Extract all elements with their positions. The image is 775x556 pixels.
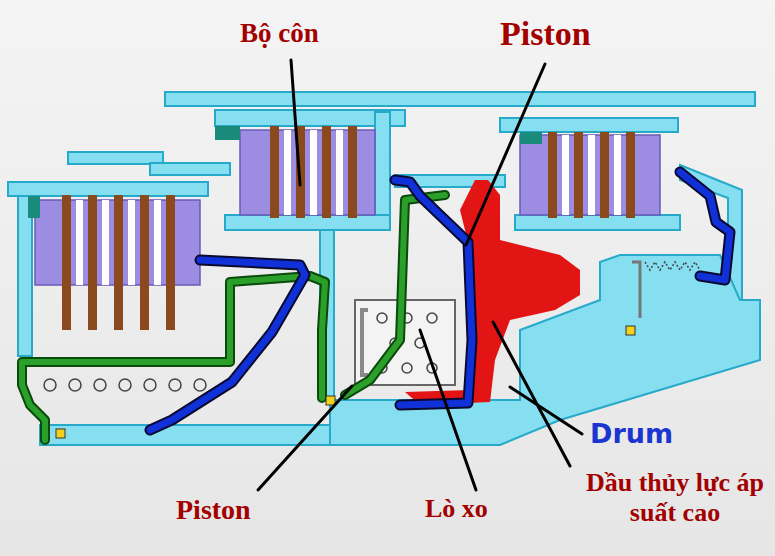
housing xyxy=(8,92,760,445)
part-label: Drum xyxy=(590,418,673,449)
part-label: Bộ côn xyxy=(240,18,319,49)
leader-lines xyxy=(258,60,582,490)
part-label: Piston xyxy=(500,14,591,53)
part-label: Lò xo xyxy=(425,494,488,524)
note-label: Dầu thủy lực áp suất cao xyxy=(585,468,765,528)
pistons xyxy=(22,172,730,440)
part-label: Piston xyxy=(176,494,251,526)
seals xyxy=(56,326,635,438)
